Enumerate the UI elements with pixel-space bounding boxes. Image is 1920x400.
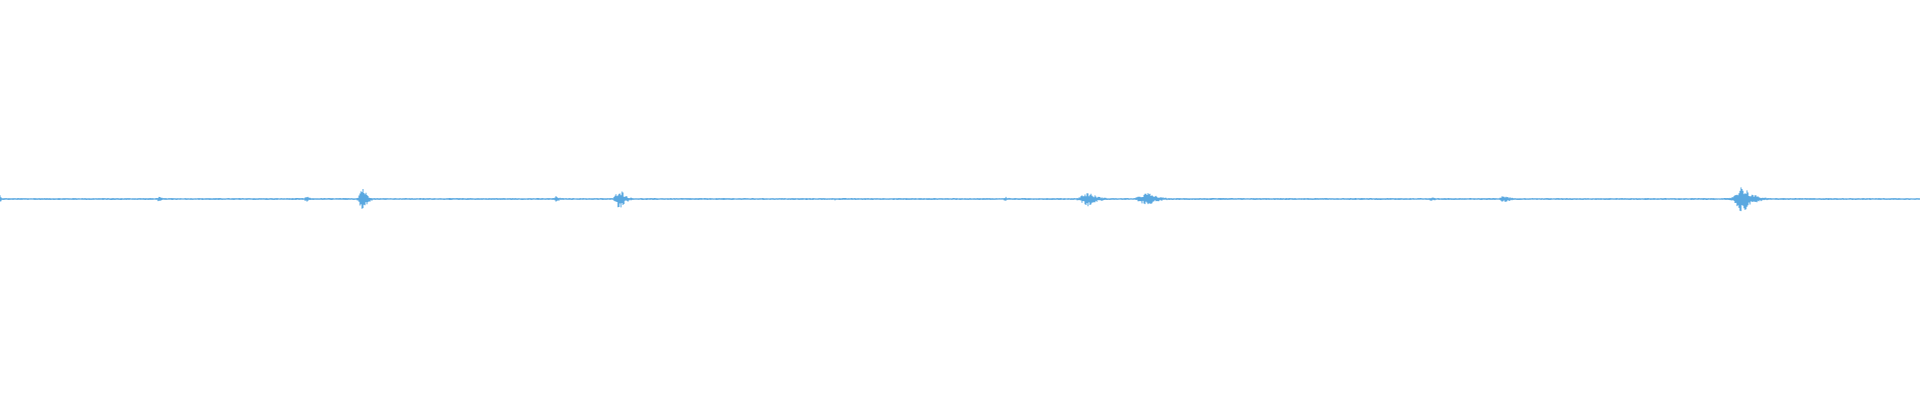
waveform-signal (0, 187, 1920, 212)
